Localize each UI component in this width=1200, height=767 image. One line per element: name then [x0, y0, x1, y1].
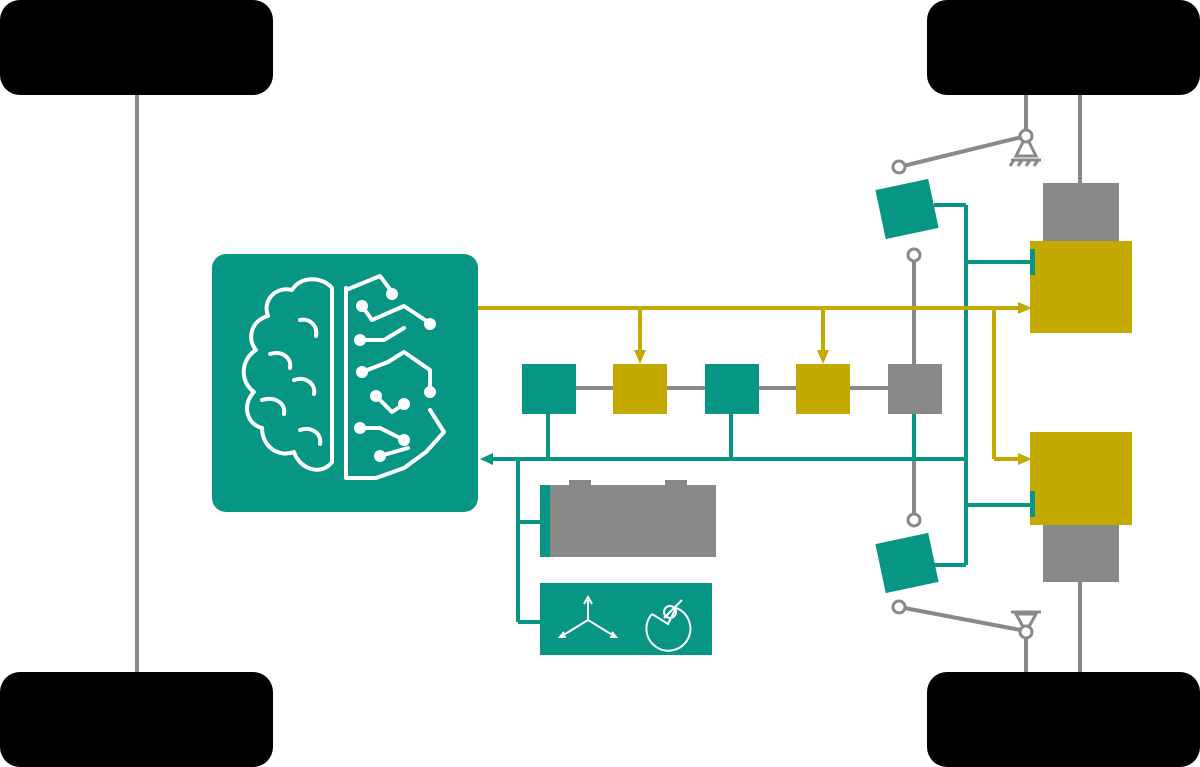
imu-unit [540, 583, 712, 655]
wheel-rear-left [0, 672, 273, 767]
steering-sensor-rear [875, 532, 939, 594]
brain-circuit-icon [241, 274, 446, 480]
tie-rod-lower [898, 605, 1027, 633]
pivot-support-upper-icon [1008, 132, 1041, 167]
steering-rack-block [888, 364, 942, 414]
hub-front-right [1043, 183, 1119, 243]
wheel-rear-right [927, 672, 1200, 767]
joint-icons [891, 128, 1034, 640]
motor-rear [1030, 432, 1132, 525]
bus-arrow-head [480, 453, 493, 465]
battery-pack [540, 480, 716, 557]
wheel-front-right [927, 0, 1200, 95]
gyroscope-icon [645, 599, 692, 652]
steering-sensor-front [875, 178, 939, 240]
axes-icon [557, 594, 619, 638]
actuator-block-1 [613, 364, 667, 414]
teal-bus-lines [490, 203, 1032, 624]
brain-circuit-nodes [354, 288, 436, 462]
tie-rod-upper [898, 134, 1027, 169]
motor-rear-connector [1030, 491, 1035, 517]
motor-front-connector [1030, 249, 1035, 275]
sensor-block-2 [705, 364, 759, 414]
motor-front [1030, 241, 1132, 333]
actuator-block-2 [796, 364, 850, 414]
hub-rear-right [1043, 525, 1119, 582]
sensor-block-1 [522, 364, 576, 414]
ai-brain-controller [212, 254, 478, 512]
gold-arrow-heads [634, 302, 1032, 465]
pivot-support-lower-icon [1011, 610, 1041, 636]
gold-signal-lines [477, 306, 1020, 461]
wheel-front-left [0, 0, 273, 95]
